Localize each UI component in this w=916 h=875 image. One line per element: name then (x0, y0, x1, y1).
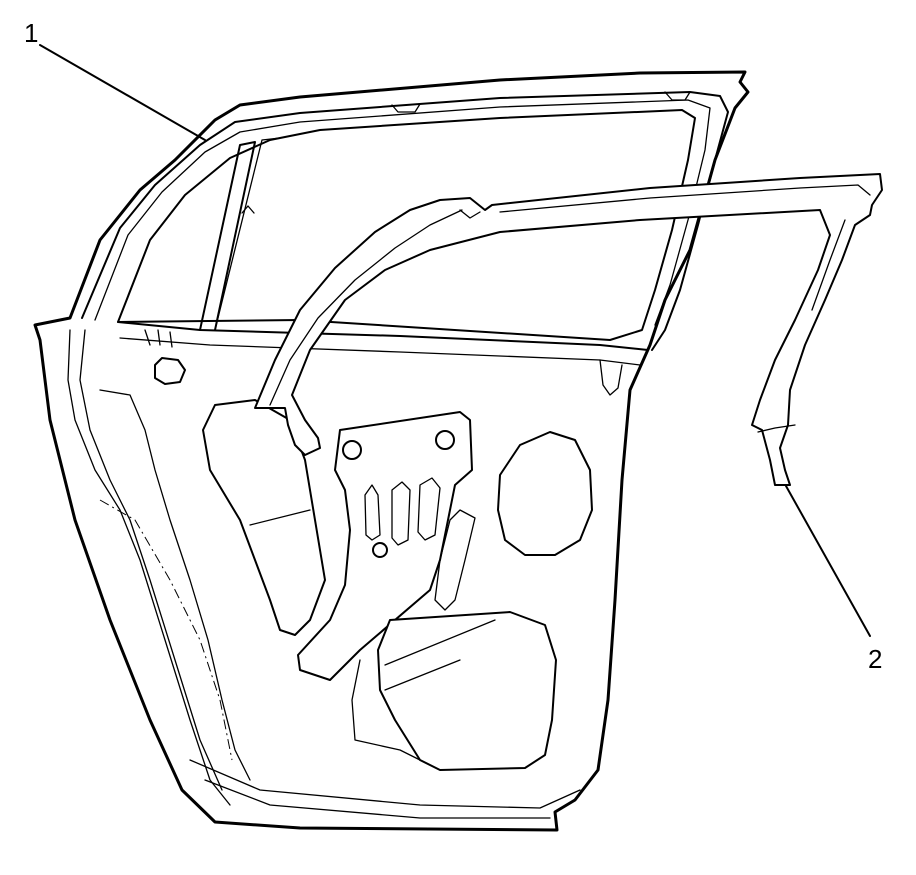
weatherstrip-inner-edge-2 (499, 184, 871, 213)
belt-tab (599, 359, 623, 396)
leader-line-2 (785, 485, 871, 637)
frame-clip (391, 103, 421, 113)
hinge-reinforcement (99, 389, 251, 781)
hinge-face-2 (79, 329, 223, 791)
hinge-reference (99, 499, 233, 761)
weatherstrip-notch (459, 209, 481, 219)
lower-sill (189, 759, 581, 809)
frame-clip (664, 91, 691, 101)
weatherstrip-inner-edge (269, 209, 463, 406)
frame-clip (241, 205, 255, 214)
belt-clip (144, 329, 173, 348)
door-outer-edge (33, 70, 750, 832)
weatherstrip-end-detail-2 (811, 219, 846, 311)
weatherstrip-end-detail (757, 424, 796, 433)
latch-hole (154, 357, 186, 385)
access-hole-left-edge (249, 509, 311, 526)
access-hole-lower-edge (384, 619, 496, 666)
speaker-opening (497, 431, 593, 556)
callout-2: 2 (868, 644, 883, 674)
leader-line-1 (39, 44, 206, 141)
hinge-face (67, 329, 231, 806)
window-frame-inner-2 (94, 99, 711, 326)
regulator-slot (364, 484, 381, 541)
weatherstrip (254, 173, 883, 486)
weatherstrip-body (254, 173, 883, 486)
division-channel-line (214, 137, 281, 331)
mount-hole (342, 440, 362, 460)
inner-panel-contour (351, 659, 421, 761)
callout-1: 1 (24, 18, 39, 48)
lower-sill-2 (204, 779, 551, 819)
belt-rail-lower (119, 337, 641, 366)
division-channel (199, 141, 256, 331)
regulator-rail (434, 509, 476, 611)
access-hole-lower (377, 611, 557, 771)
regulator-slot (417, 477, 441, 541)
belt-rail-upper (117, 321, 649, 351)
access-hole-lower-edge (384, 659, 461, 691)
mount-hole (435, 430, 455, 450)
regulator-slot (391, 481, 411, 546)
mount-hole (372, 542, 388, 558)
glass-opening (117, 109, 696, 341)
door-panel (33, 70, 750, 832)
